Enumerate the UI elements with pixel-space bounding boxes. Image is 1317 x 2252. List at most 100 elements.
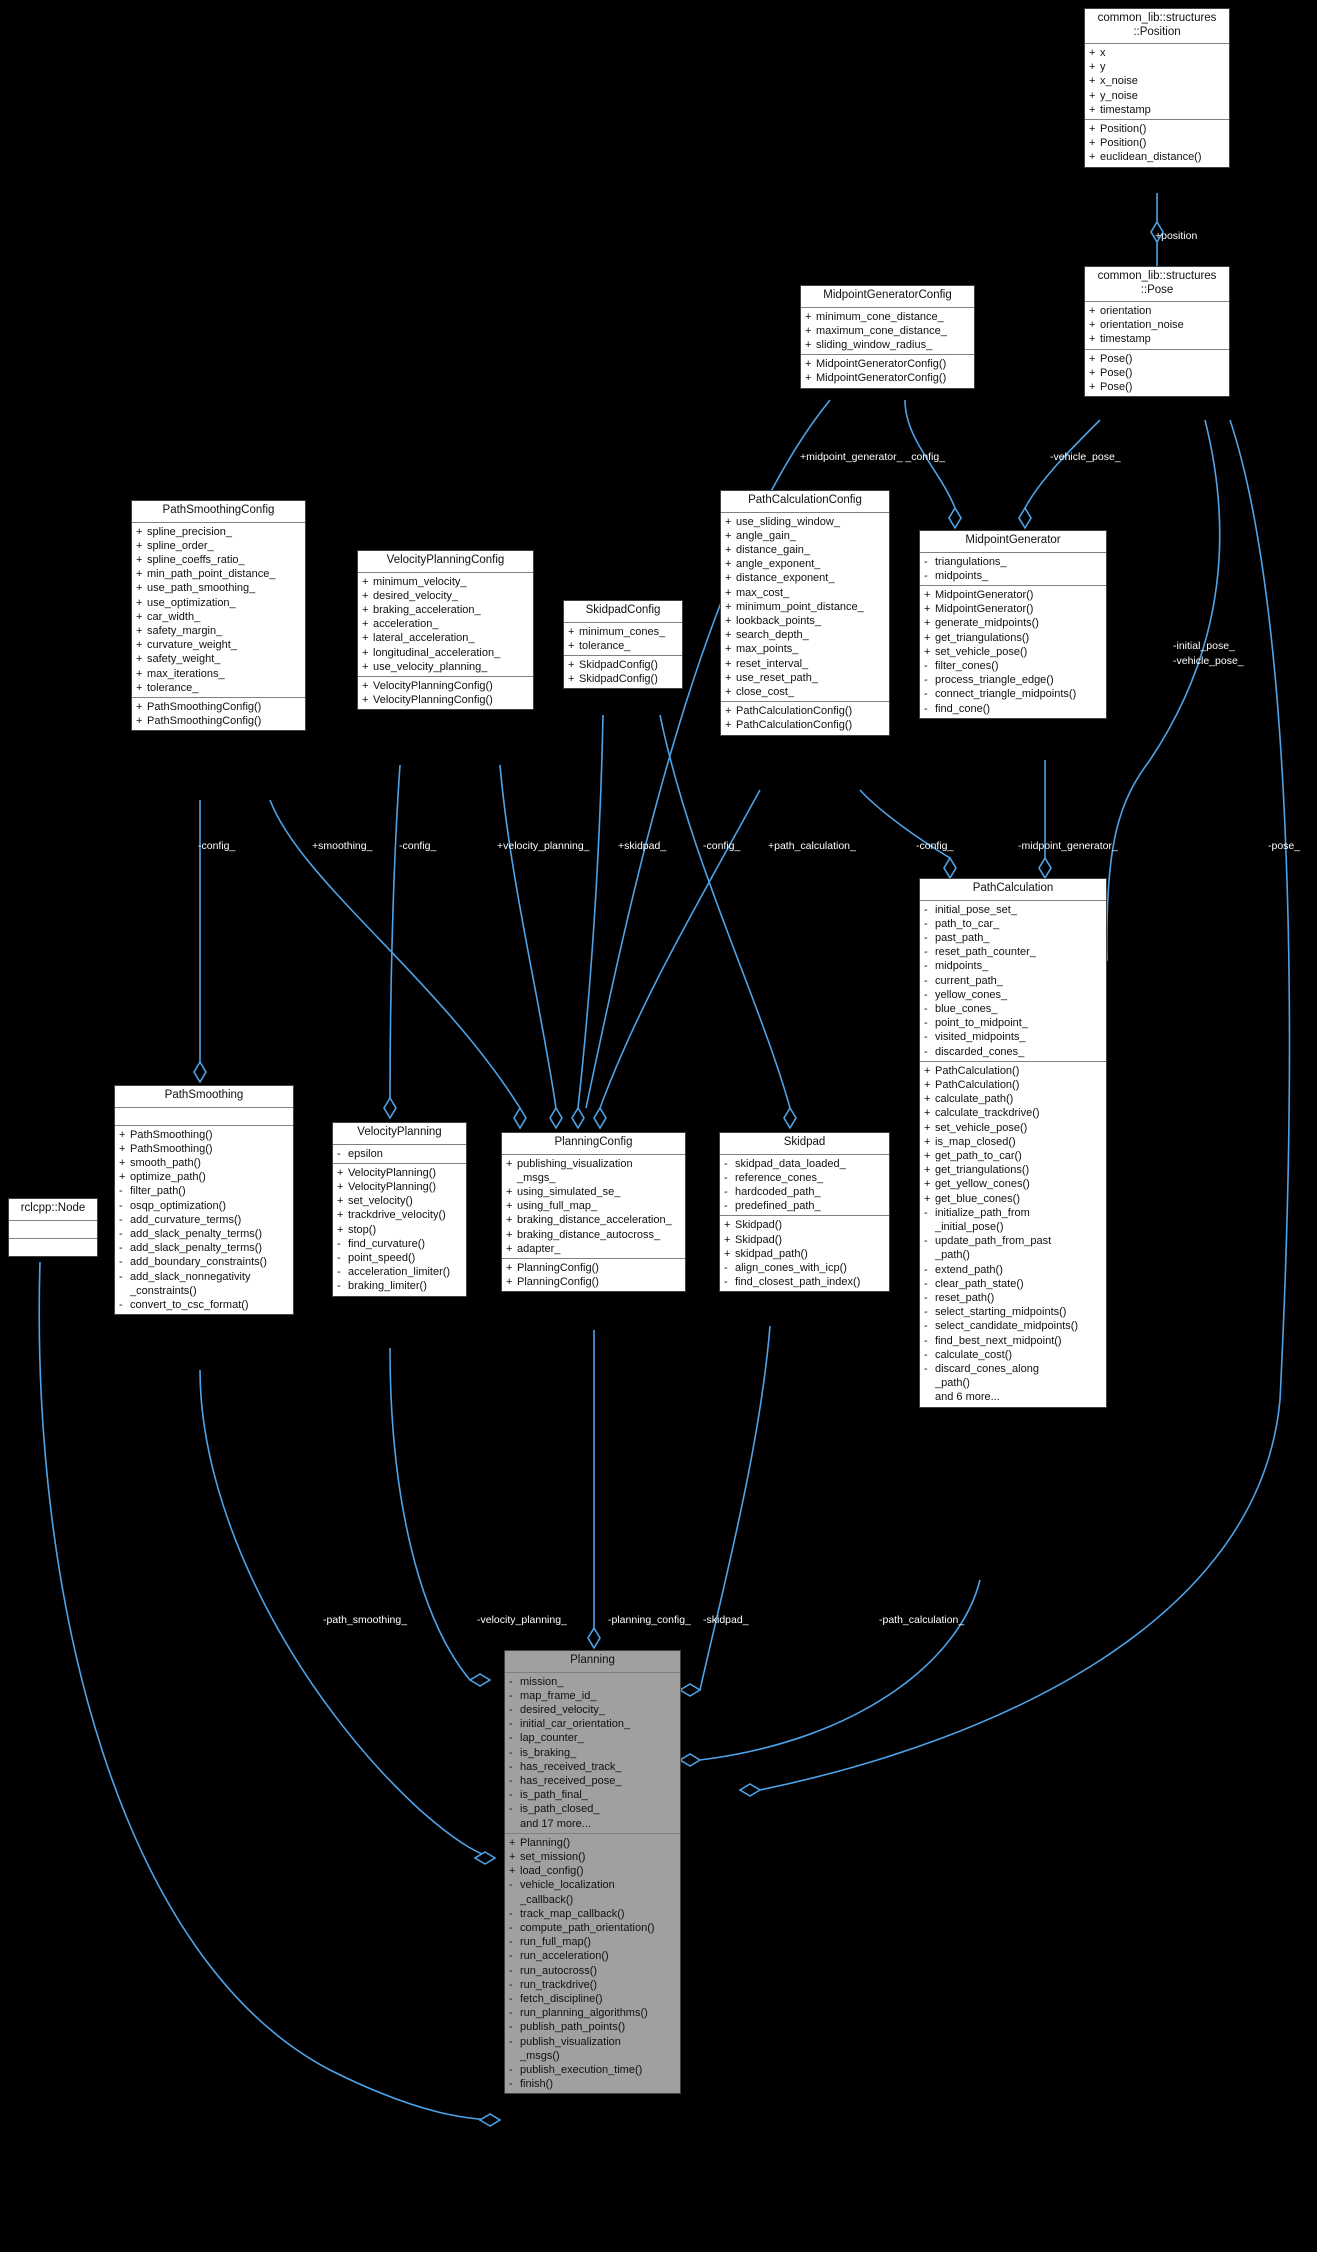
visibility-marker: - [509, 1718, 513, 1731]
visibility-marker: + [924, 631, 931, 644]
class-node-skidpad_config[interactable]: SkidpadConfig+minimum_cones_+tolerance_+… [563, 600, 683, 690]
class-node-title: PathSmoothing [115, 1086, 293, 1108]
class-attribute-row: +maximum_cone_distance_ [801, 324, 974, 338]
class-attribute-row: +spline_coeffs_ratio_ [132, 553, 305, 567]
visibility-marker: - [924, 555, 928, 568]
class-operation-row: +get_triangulations() [920, 1163, 1106, 1177]
member-name: vehicle_localization _callback() [520, 1879, 615, 1906]
class-operation-row: -run_planning_algorithms() [505, 2006, 680, 2020]
member-name: acceleration_limiter() [348, 1266, 451, 1279]
visibility-marker: + [136, 568, 143, 581]
member-name: get_triangulations() [935, 631, 1030, 644]
visibility-marker: + [506, 1157, 513, 1170]
visibility-marker: - [509, 1879, 513, 1892]
visibility-marker: - [924, 974, 928, 987]
class-node-midpoint_generator_config[interactable]: MidpointGeneratorConfig+minimum_cone_dis… [800, 285, 975, 389]
edge-label-path-smoothing-label: -path_smoothing_ [323, 1614, 408, 1626]
visibility-marker: + [136, 539, 143, 552]
class-node-velocity_planning_config[interactable]: VelocityPlanningConfig+minimum_velocity_… [357, 550, 534, 711]
member-name: finish() [520, 2078, 554, 2091]
class-node-title: VelocityPlanning [333, 1123, 466, 1145]
class-node-midpoint_generator[interactable]: MidpointGenerator-triangulations_-midpoi… [919, 530, 1107, 719]
class-attribute-row: +safety_weight_ [132, 652, 305, 666]
class-node-velocity_planning[interactable]: VelocityPlanning -epsilon +VelocityPlannin… [332, 1122, 467, 1297]
class-node-path_smoothing[interactable]: PathSmoothing+PathSmoothing()+PathSmooth… [114, 1085, 294, 1316]
visibility-marker: - [119, 1270, 123, 1283]
visibility-marker: - [509, 1964, 513, 1977]
visibility-marker: + [724, 1247, 731, 1260]
class-operation-row: -braking_limiter() [333, 1279, 466, 1293]
member-name: reset_interval_ [736, 657, 809, 670]
class-node-position[interactable]: common_lib::structures ::Position+x+y+x_… [1084, 8, 1230, 168]
class-node-path_calculation_config[interactable]: PathCalculationConfig+use_sliding_window… [720, 490, 890, 736]
visibility-marker: + [136, 667, 143, 680]
class-attribute-row: +minimum_velocity_ [358, 575, 533, 589]
class-attribute-row: +y [1085, 60, 1229, 74]
member-name: has_received_track_ [520, 1760, 622, 1773]
visibility-marker: + [337, 1209, 344, 1222]
class-operation-row: +PathCalculationConfig() [721, 718, 889, 732]
visibility-marker: + [337, 1223, 344, 1236]
member-name: select_candidate_midpoints() [935, 1320, 1079, 1333]
member-name: optimize_path() [130, 1171, 206, 1184]
class-operation-row: +generate_midpoints() [920, 616, 1106, 630]
visibility-marker: + [119, 1142, 126, 1155]
visibility-marker: - [337, 1251, 341, 1264]
visibility-marker: + [136, 553, 143, 566]
class-operation-row: +VelocityPlanning() [333, 1180, 466, 1194]
member-name: angle_exponent_ [736, 558, 821, 571]
visibility-marker: + [362, 694, 369, 707]
class-node-planning[interactable]: Planning-mission_-map_frame_id_-desired_… [504, 1650, 681, 2095]
visibility-marker: + [725, 572, 732, 585]
class-operation-row: +set_vehicle_pose() [920, 1121, 1106, 1135]
class-operation-row: +calculate_trackdrive() [920, 1106, 1106, 1120]
visibility-marker: - [924, 702, 928, 715]
edge-label-pose-label: -pose_ [1268, 840, 1301, 852]
class-node-attributes-compartment: -initial_pose_set_-path_to_car_-past_pat… [920, 901, 1106, 1062]
member-name: get_yellow_cones() [935, 1178, 1030, 1191]
visibility-marker: + [506, 1214, 513, 1227]
member-name: max_points_ [736, 643, 799, 656]
class-operation-row: +VelocityPlanningConfig() [358, 679, 533, 693]
visibility-marker: + [119, 1156, 126, 1169]
class-operation-row: -select_starting_midpoints() [920, 1305, 1106, 1319]
class-operation-row: -finish() [505, 2077, 680, 2091]
class-node-planning_config[interactable]: PlanningConfig+publishing_visualization … [501, 1132, 686, 1293]
visibility-marker: - [509, 1760, 513, 1773]
class-node-path_calculation[interactable]: PathCalculation-initial_pose_set_-path_t… [919, 878, 1107, 1408]
class-node-pose[interactable]: common_lib::structures ::Pose+orientatio… [1084, 266, 1230, 398]
class-node-rclcpp_node[interactable]: rclcpp::Node [8, 1198, 98, 1257]
class-node-path_smoothing_config[interactable]: PathSmoothingConfig+spline_precision_+sp… [131, 500, 306, 732]
class-node-operations-compartment: +VelocityPlanning()+VelocityPlanning()+s… [333, 1164, 466, 1296]
visibility-marker: - [509, 1732, 513, 1745]
class-node-skidpad[interactable]: Skidpad-skidpad_data_loaded_-reference_c… [719, 1132, 890, 1293]
member-name: spline_precision_ [147, 525, 232, 538]
visibility-marker: + [136, 653, 143, 666]
class-operation-row: +MidpointGenerator() [920, 602, 1106, 616]
edge-label-midpoint-generator-label: -midpoint_generator_ [1018, 840, 1118, 852]
class-attribute-row: +y_noise [1085, 89, 1229, 103]
visibility-marker: + [136, 700, 143, 713]
member-name: use_reset_path_ [736, 671, 818, 684]
member-name: sliding_window_radius_ [816, 338, 933, 351]
class-operation-row: +PathCalculation() [920, 1078, 1106, 1092]
member-name: x [1100, 47, 1106, 59]
class-operation-row: +stop() [333, 1223, 466, 1237]
member-name: maximum_cone_distance_ [816, 324, 947, 337]
visibility-marker: + [136, 715, 143, 728]
visibility-marker: + [136, 681, 143, 694]
member-name: VelocityPlanningConfig() [373, 694, 493, 707]
class-attribute-row: -epsilon [333, 1147, 466, 1161]
class-operation-row: -find_cone() [920, 702, 1106, 716]
visibility-marker: + [805, 372, 812, 385]
visibility-marker: + [509, 1836, 516, 1849]
member-name: run_planning_algorithms() [520, 2007, 648, 2020]
class-operation-row: -initialize_path_from _initial_pose() [920, 1206, 1106, 1234]
class-node-attributes-compartment [115, 1108, 293, 1126]
visibility-marker: - [924, 659, 928, 672]
class-operation-row: -publish_visualization _msgs() [505, 2035, 680, 2063]
visibility-marker: - [924, 1348, 928, 1361]
visibility-marker: - [924, 1277, 928, 1290]
member-name: Pose() [1100, 366, 1133, 379]
visibility-marker: + [509, 1865, 516, 1878]
